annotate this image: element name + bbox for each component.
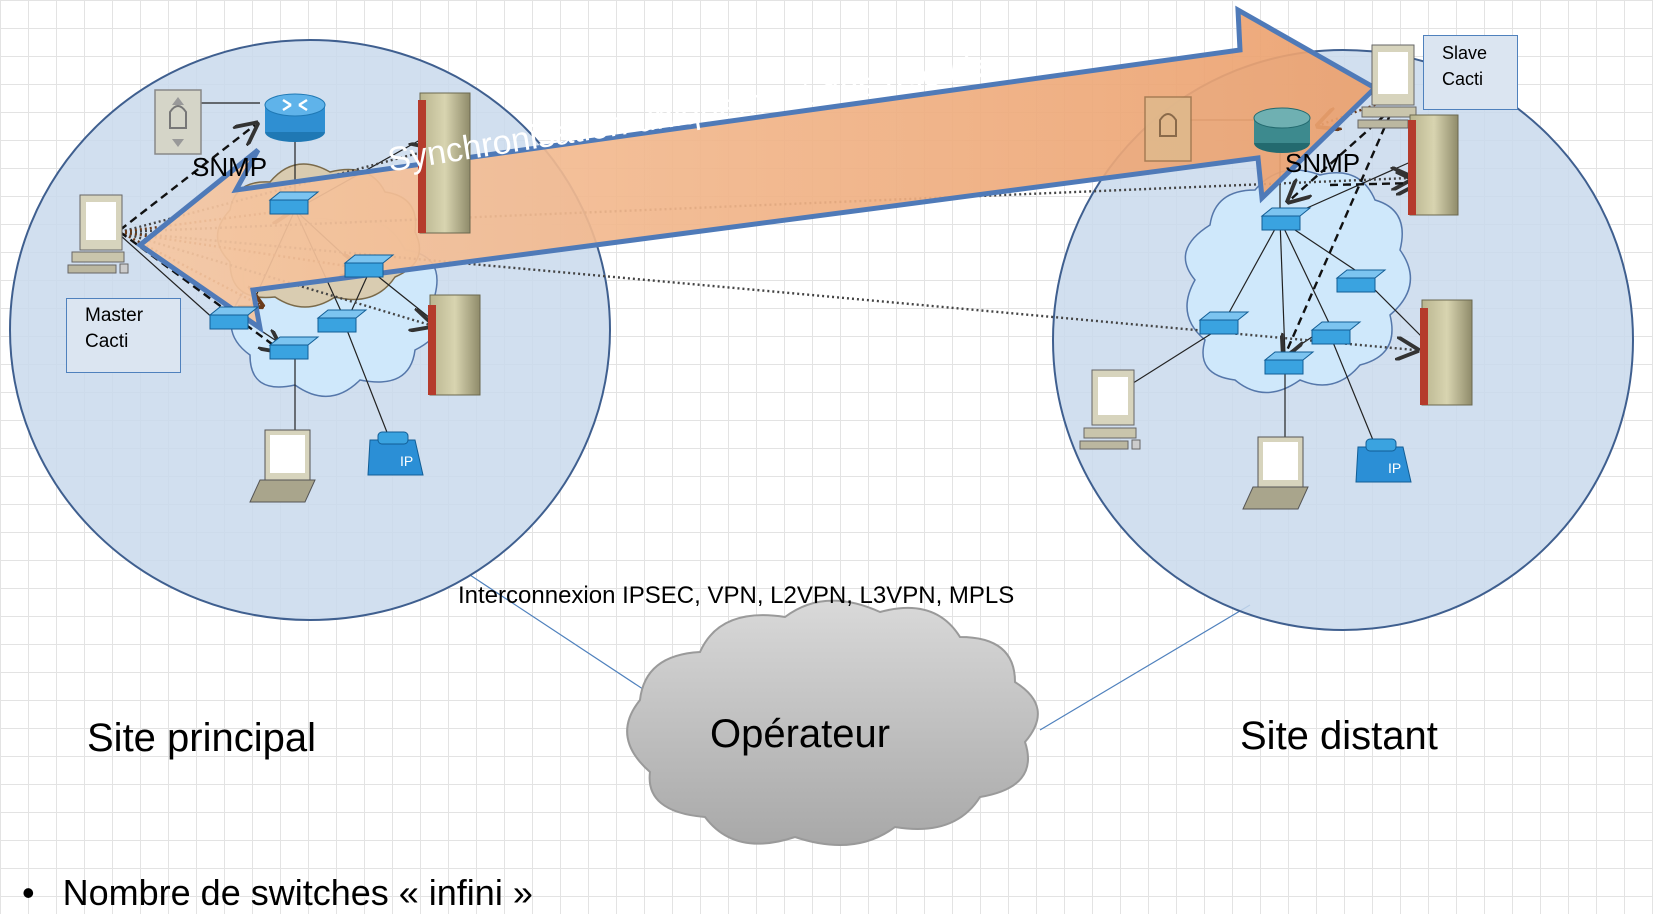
firewall-icon (154, 89, 202, 155)
switch-icon (1310, 321, 1362, 345)
ip-phone-icon: IP (1355, 438, 1412, 483)
switch-icon (268, 191, 320, 215)
interconnect-label: Interconnexion IPSEC, VPN, L2VPN, L3VPN,… (458, 582, 1015, 609)
laptop-icon (1242, 436, 1309, 510)
remote-lan-cloud (1184, 169, 1412, 394)
bullet-dot: • (22, 872, 35, 913)
switch-icon (208, 306, 260, 330)
ip-phone-icon: IP (367, 431, 424, 476)
switch-icon (343, 254, 395, 278)
site-remote-label: Site distant (1240, 714, 1438, 758)
laptop-icon (249, 429, 316, 503)
svg-text:IP: IP (1388, 460, 1401, 476)
switch-icon (1263, 351, 1315, 375)
operator-label: Opérateur (710, 712, 891, 756)
site-main-label: Site principal (87, 716, 317, 760)
workstation-icon (67, 194, 129, 274)
workstation-icon (1079, 369, 1141, 450)
slave-label-line2: Cacti (1442, 69, 1484, 89)
router-icon (1253, 107, 1311, 153)
bullet-item: • Nombre de switches « infini » (22, 872, 533, 914)
slave-cacti-label: Slave Cacti (1423, 35, 1518, 110)
master-cacti-label: Master Cacti (66, 298, 181, 373)
operator-cloud (626, 599, 1039, 846)
router-icon (264, 93, 326, 142)
slave-label-line1: Slave (1442, 43, 1488, 63)
master-label-line1: Master (85, 305, 144, 326)
bullet-text: Nombre de switches « infini » (62, 872, 533, 913)
master-label-line2: Cacti (85, 331, 129, 352)
switch-icon (316, 309, 368, 333)
server-icon (418, 92, 471, 234)
snmp-label-main: SNMP (192, 152, 268, 182)
server-icon (1420, 299, 1473, 406)
switch-icon (268, 336, 320, 360)
link-remote-operator (1039, 604, 1251, 731)
server-icon (1408, 114, 1459, 216)
slave-workstation-icon (1357, 44, 1417, 129)
switch-icon (1335, 269, 1387, 293)
switch-icon (1198, 311, 1250, 335)
firewall-icon (1144, 96, 1192, 162)
svg-text:IP: IP (400, 453, 413, 469)
snmp-label-remote: SNMP (1285, 148, 1361, 178)
server-icon (428, 294, 481, 396)
switch-icon (1260, 207, 1312, 231)
